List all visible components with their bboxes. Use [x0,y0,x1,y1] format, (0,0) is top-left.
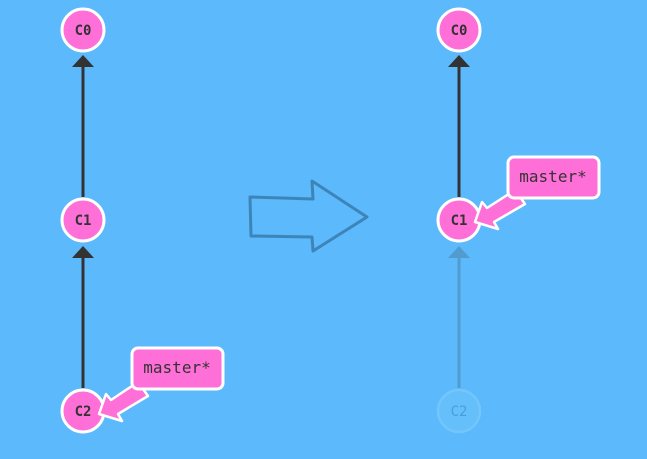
edge-c2-to-c1-faded [448,246,470,388]
commit-label-c1: C1 [75,213,92,229]
right-arrow-outline-icon [248,179,369,253]
edge-c1-to-c0 [72,55,94,197]
commit-label-c0: C0 [75,23,92,39]
branch-master-before[interactable]: master* [97,346,225,423]
commit-label-c0: C0 [451,23,468,39]
commit-c2-faded[interactable]: C2 [436,388,482,434]
commit-c0[interactable]: C0 [436,7,482,53]
commit-c0[interactable]: C0 [60,7,106,53]
commit-label-c2: C2 [75,404,92,420]
edge-c2-to-c1 [72,246,94,388]
commit-label-c2: C2 [451,404,468,420]
branch-label-after: master* [519,167,586,186]
branch-pointer-arrow [97,380,150,423]
branch-pointer-arrow [473,188,527,231]
commit-c1[interactable]: C1 [60,197,106,243]
after-graph: C0 C1 C2 master* [436,7,601,434]
edge-c1-to-c0 [448,55,470,197]
branch-label-before: master* [143,358,210,377]
commit-c2[interactable]: C2 [60,388,106,434]
branch-master-after[interactable]: master* [473,155,601,231]
before-graph: C0 C1 C2 master* [60,7,225,434]
commit-c1[interactable]: C1 [436,197,482,243]
commit-label-c1: C1 [451,213,468,229]
